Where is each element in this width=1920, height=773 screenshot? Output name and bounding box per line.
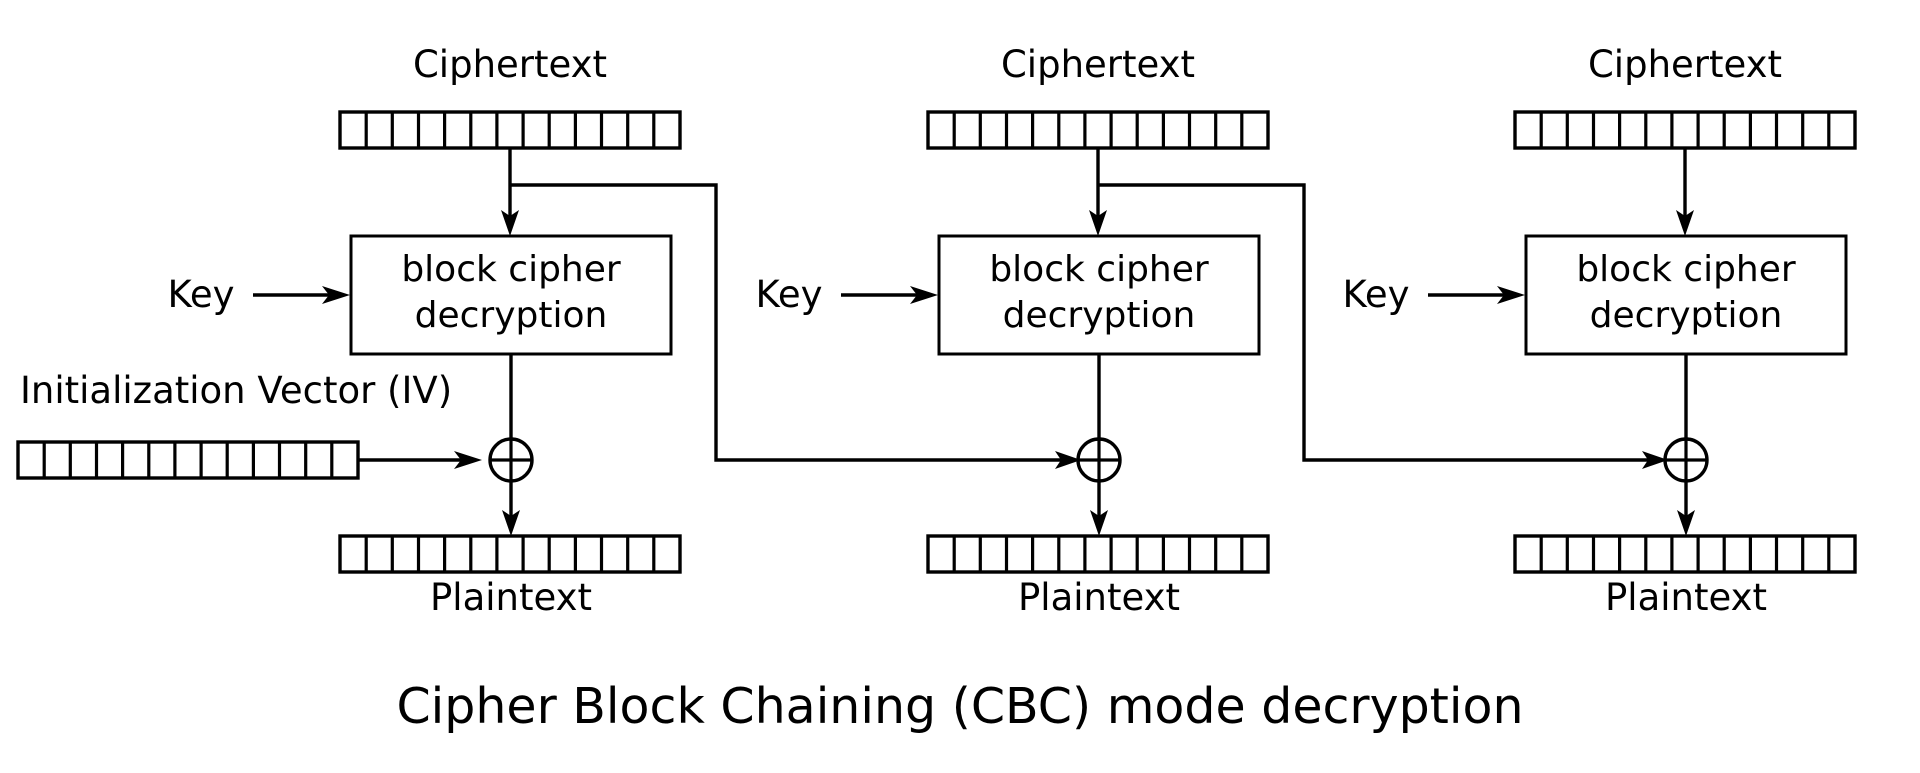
xor-to-plaintext-arrow-3 <box>1677 481 1695 536</box>
stage-1: Ciphertext <box>167 43 1081 619</box>
xor-node-1 <box>488 437 534 483</box>
plaintext-block-3 <box>1513 534 1857 574</box>
stage-2: Ciphertext <box>755 43 1668 619</box>
ciphertext-to-cipher-arrow-2 <box>1089 148 1107 236</box>
plaintext-label-3: Plaintext <box>1605 576 1767 619</box>
key-label-1: Key <box>167 273 234 316</box>
block-cipher-decryption-box-2: block cipher decryption <box>937 234 1261 356</box>
plaintext-label-1: Plaintext <box>430 576 592 619</box>
xor-node-3 <box>1663 437 1709 483</box>
key-arrow-2 <box>841 286 938 304</box>
chain-feedback-path-1 <box>510 183 1081 469</box>
iv-to-xor-arrow <box>358 451 482 469</box>
key-label-3: Key <box>1342 273 1409 316</box>
ciphertext-label-1: Ciphertext <box>413 43 607 86</box>
cipher-box-line1-3: block cipher <box>1576 249 1796 290</box>
ciphertext-block-1 <box>338 110 682 150</box>
block-cipher-decryption-box-3: block cipher decryption <box>1524 234 1848 356</box>
ciphertext-to-cipher-arrow-1 <box>501 148 519 236</box>
key-label-2: Key <box>755 273 822 316</box>
diagram-title: Cipher Block Chaining (CBC) mode decrypt… <box>396 678 1523 735</box>
xor-to-plaintext-arrow-1 <box>502 481 520 536</box>
iv-label: Initialization Vector (IV) <box>20 369 452 412</box>
block-cipher-decryption-box-1: block cipher decryption <box>349 234 673 356</box>
xor-to-plaintext-arrow-2 <box>1090 481 1108 536</box>
cipher-box-line1-2: block cipher <box>989 249 1209 290</box>
plaintext-label-2: Plaintext <box>1018 576 1180 619</box>
xor-node-2 <box>1076 437 1122 483</box>
key-arrow-1 <box>253 286 350 304</box>
initialization-vector-group: Initialization Vector (IV) <box>16 369 482 480</box>
cipher-box-line2-1: decryption <box>415 295 608 336</box>
cipher-box-line2-2: decryption <box>1003 295 1196 336</box>
iv-block <box>16 440 360 480</box>
plaintext-block-1 <box>338 534 682 574</box>
cipher-box-line1-1: block cipher <box>401 249 621 290</box>
ciphertext-label-2: Ciphertext <box>1001 43 1195 86</box>
cipher-box-line2-3: decryption <box>1590 295 1783 336</box>
key-arrow-3 <box>1428 286 1525 304</box>
ciphertext-label-3: Ciphertext <box>1588 43 1782 86</box>
ciphertext-block-3 <box>1513 110 1857 150</box>
chain-feedback-path-2 <box>1098 183 1668 469</box>
ciphertext-to-cipher-arrow-3 <box>1676 148 1694 236</box>
plaintext-block-2 <box>926 534 1270 574</box>
stage-3: Ciphertext Key <box>1342 43 1857 619</box>
ciphertext-block-2 <box>926 110 1270 150</box>
